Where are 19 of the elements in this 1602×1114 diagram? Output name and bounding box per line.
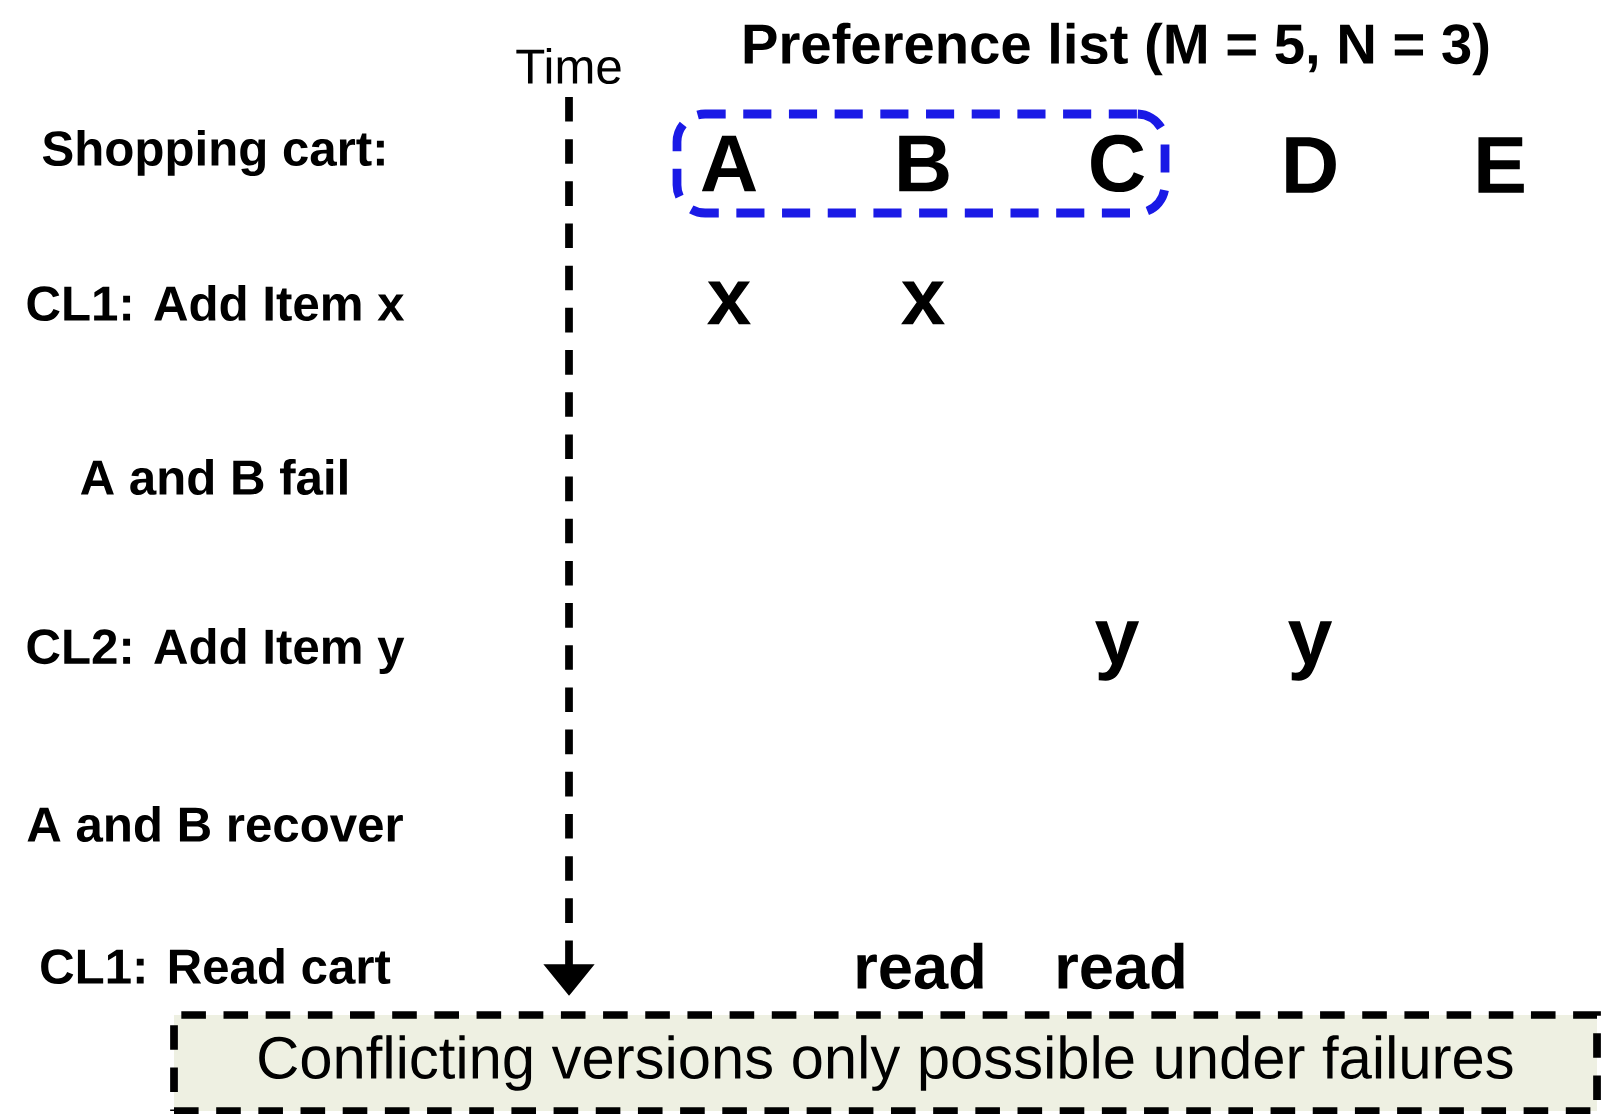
cell-mark: y bbox=[1288, 621, 1333, 681]
dashed-group-box bbox=[672, 109, 1170, 218]
row-label: A and B fail bbox=[80, 458, 347, 496]
row-label: CL1: Read cart bbox=[41, 947, 391, 985]
row-label: A and B recover bbox=[27, 805, 403, 843]
replica-letter: E bbox=[1478, 137, 1524, 193]
row-label: CL1: Add Item x bbox=[27, 284, 405, 322]
row-label: CL2: Add Item y bbox=[27, 628, 405, 674]
note-box: Conflicting versions only possible under failures bbox=[170, 1011, 1601, 1114]
replica-letter: A bbox=[701, 135, 757, 192]
title: Preference list (M = 5, N = 3) bbox=[744, 22, 1489, 76]
cell-mark: x bbox=[901, 281, 945, 325]
time-label: Time bbox=[516, 47, 621, 85]
replica-letter: B bbox=[899, 135, 949, 192]
replica-letter: D bbox=[1286, 137, 1336, 193]
cell-mark: x bbox=[707, 281, 751, 325]
cell-mark: y bbox=[1095, 621, 1140, 681]
row-label: Shopping cart: bbox=[42, 129, 384, 176]
replica-letter: C bbox=[1091, 134, 1144, 193]
